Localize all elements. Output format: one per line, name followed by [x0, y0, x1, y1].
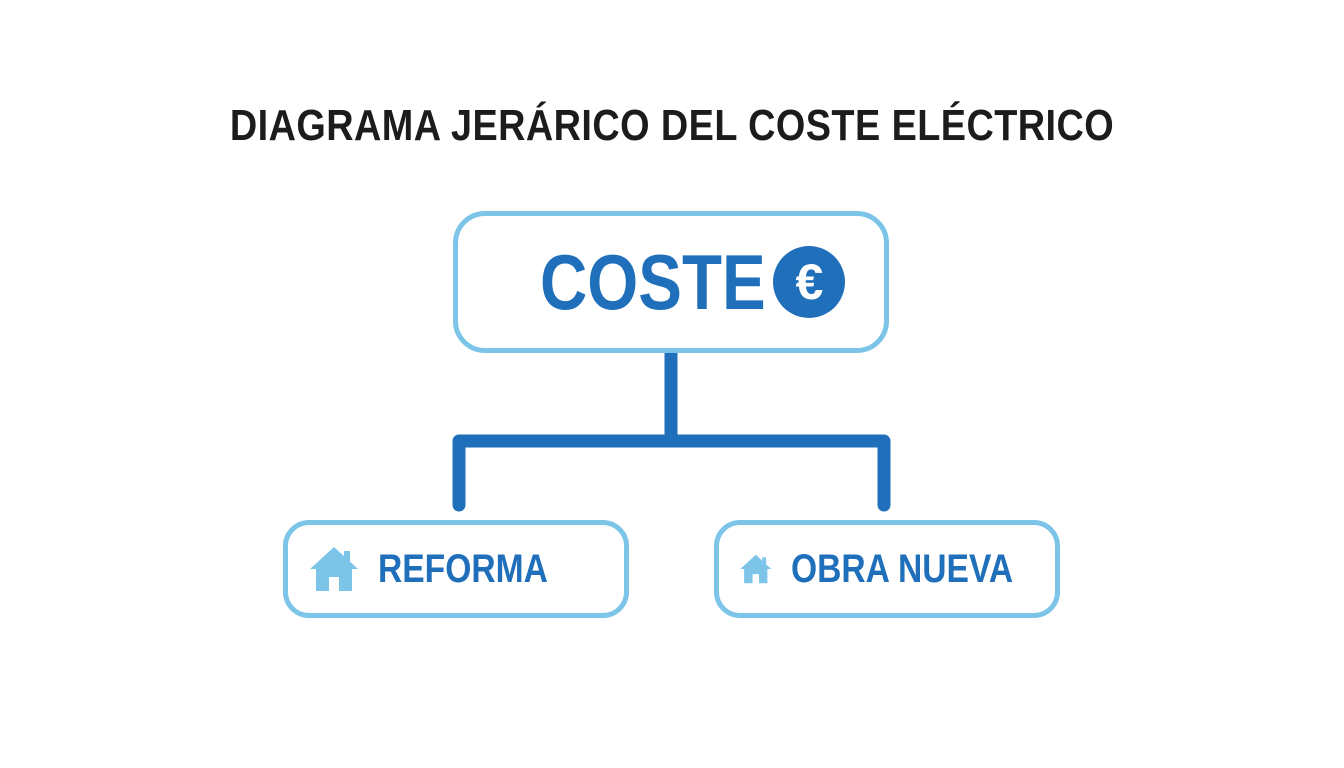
connector-path [452, 346, 891, 512]
root-node-coste: COSTE € [453, 211, 889, 353]
child-node-label: OBRA NUEVA [790, 547, 1013, 591]
diagram-title: DIAGRAMA JERÁRICO DEL COSTE ELÉCTRICO [229, 101, 1115, 150]
house-icon [310, 547, 358, 591]
root-node-label: COSTE [539, 238, 766, 326]
child-node-reforma: REFORMA [283, 520, 629, 618]
child-node-label: REFORMA [378, 547, 548, 591]
child-node-obra-nueva: OBRA NUEVA [714, 520, 1060, 618]
house-icon [740, 554, 772, 584]
euro-icon: € [773, 246, 846, 318]
